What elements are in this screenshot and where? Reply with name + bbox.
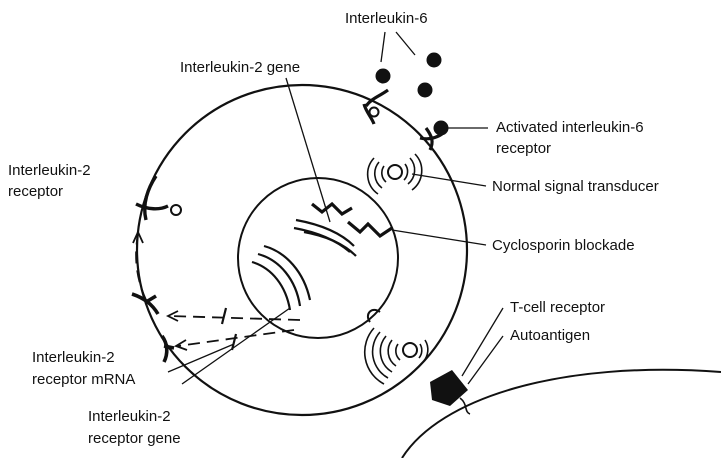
il2-receptor-gene-dna [252, 246, 310, 310]
label-il2-receptor-2: receptor [8, 183, 63, 200]
label-interleukin-6: Interleukin-6 [345, 10, 428, 27]
nucleus [238, 178, 398, 338]
label-activated-il6-receptor-1: Activated interleukin-6 [496, 119, 644, 136]
label-il2-receptor-gene-2: receptor gene [88, 430, 181, 447]
label-il2-receptor-mrna-1: Interleukin-2 [32, 349, 115, 366]
label-cyclosporin-blockade: Cyclosporin blockade [492, 237, 635, 254]
il2-gene-dna [294, 204, 392, 256]
new-il2-receptors [132, 294, 174, 362]
cyclosporin-pointer [392, 230, 486, 245]
label-autoantigen: Autoantigen [510, 327, 590, 344]
cell-membrane [137, 85, 467, 415]
label-il2-receptor-1: Interleukin-2 [8, 162, 91, 179]
label-il2-receptor-gene-1: Interleukin-2 [88, 408, 171, 425]
tcr-pointer [462, 308, 503, 376]
label-il2-gene: Interleukin-2 gene [180, 59, 300, 76]
label-il2-receptor-mrna-2: receptor mRNA [32, 371, 135, 388]
label-t-cell-receptor: T-cell receptor [510, 299, 605, 316]
il6-pointer-line [396, 32, 415, 55]
receptor-recycling-arrow [133, 232, 146, 300]
autoantigen-pointer [468, 336, 503, 384]
activated-il6-receptor [420, 121, 449, 151]
label-activated-il6-receptor-2: receptor [496, 140, 551, 157]
il2-gene-pointer [286, 78, 330, 222]
tcr-signal-transducer [365, 310, 428, 384]
il6-pointer-line-2 [381, 32, 385, 62]
label-normal-signal-transducer: Normal signal transducer [492, 178, 659, 195]
il2-receptor [136, 176, 181, 220]
